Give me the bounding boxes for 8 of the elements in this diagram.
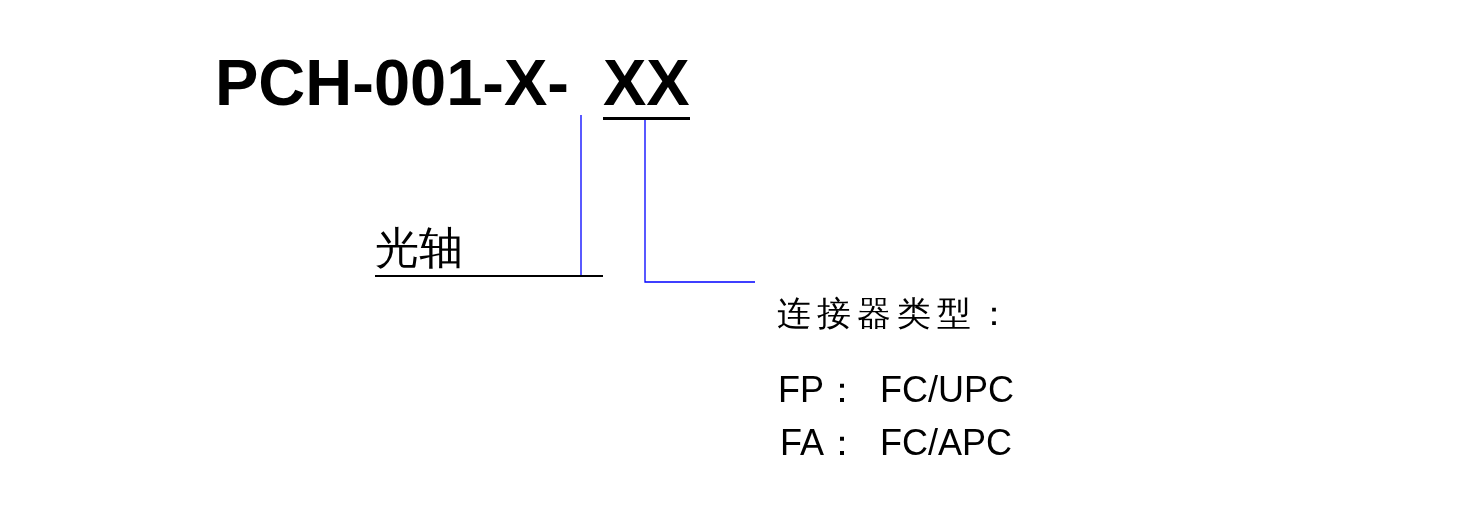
option-heading: 连接器类型： [777, 296, 1017, 330]
option-label: 光轴 [375, 226, 463, 270]
option-text: FA： FC/APC [780, 425, 1013, 461]
leader-line [580, 114, 582, 278]
part-number-text: PCH-001-X- [215, 50, 569, 115]
option-text: FP： FC/UPC [778, 372, 1014, 408]
leader-line [644, 119, 756, 283]
part-number-code: XX [603, 50, 690, 120]
